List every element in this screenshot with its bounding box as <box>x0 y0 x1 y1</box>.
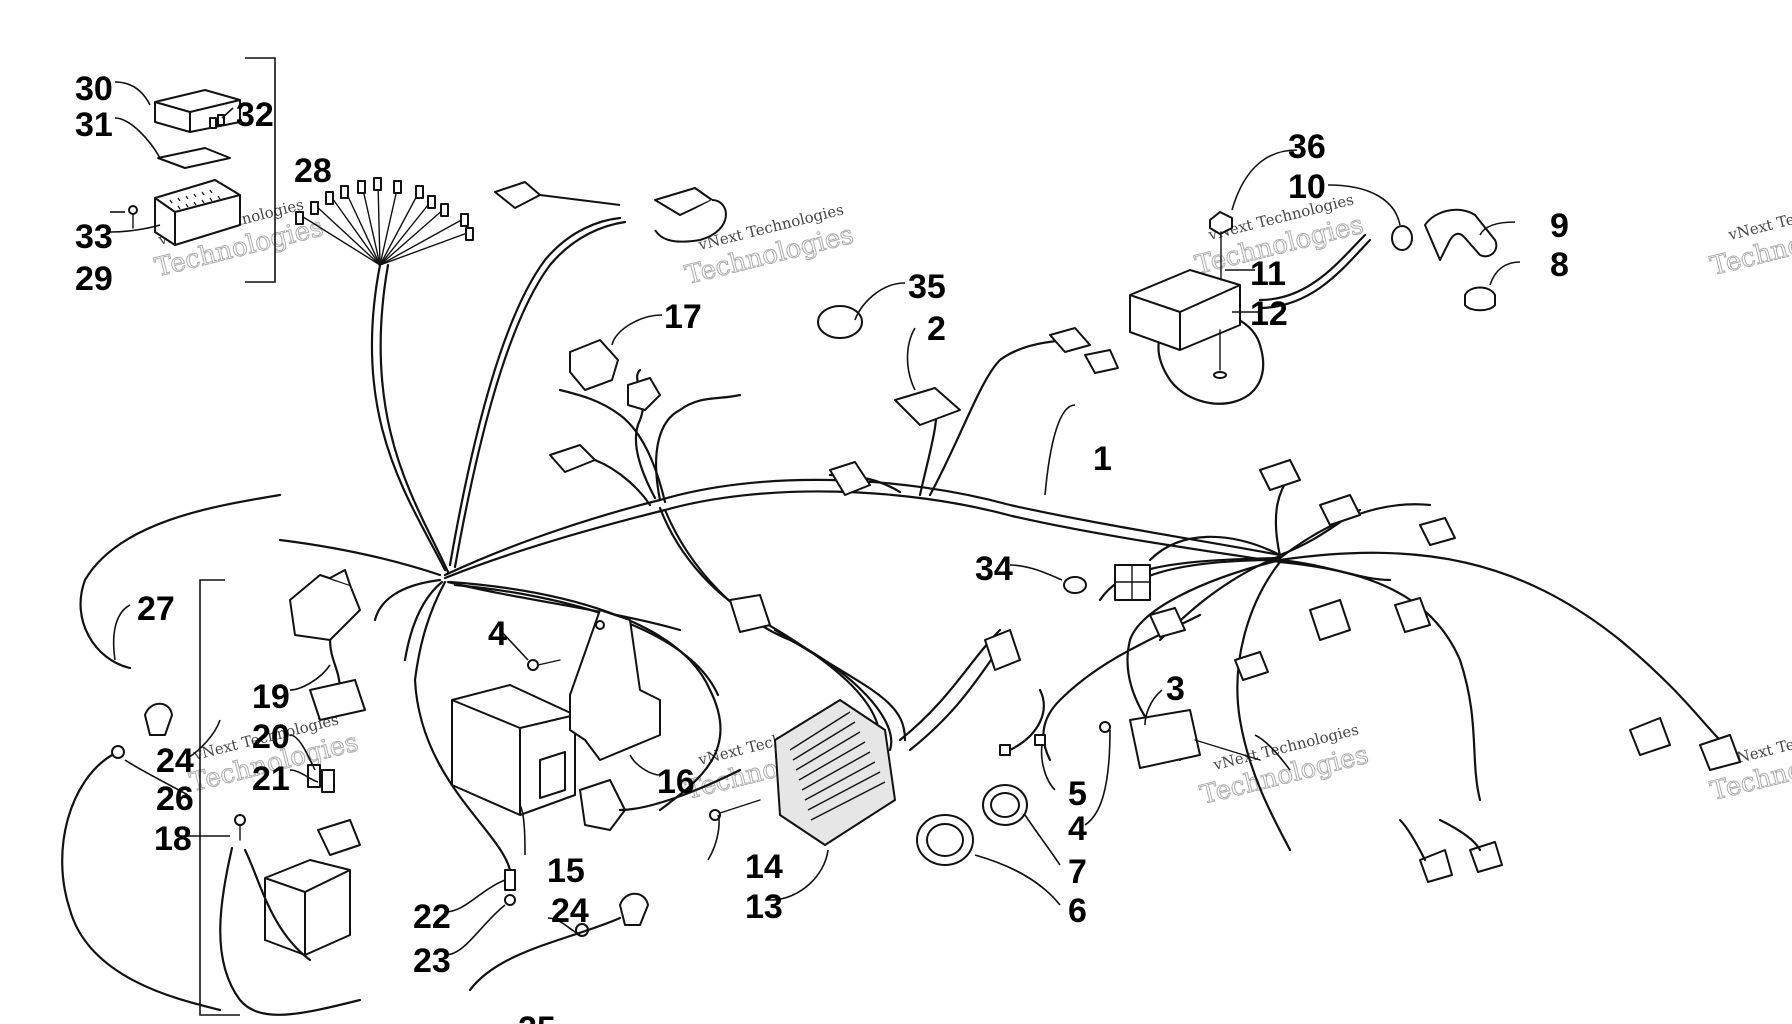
relay-19 <box>289 569 366 721</box>
callout-21: 21 <box>252 760 290 798</box>
callout-8: 8 <box>1550 246 1569 284</box>
callout-17: 17 <box>664 298 702 336</box>
callout-2: 2 <box>927 310 946 348</box>
battery-cables <box>61 702 649 1012</box>
callout-3: 3 <box>1166 670 1185 708</box>
callout-5: 5 <box>1068 775 1087 813</box>
connector-17 <box>549 339 661 507</box>
callout-1: 1 <box>1093 440 1112 478</box>
callout-13: 13 <box>745 888 783 926</box>
callout-20: 20 <box>252 718 290 756</box>
callout-22: 22 <box>413 898 451 936</box>
right-connectors <box>1149 459 1741 883</box>
connector-center <box>1114 564 1151 601</box>
callout-26: 26 <box>156 780 194 818</box>
callout-24-left: 24 <box>156 742 194 780</box>
callout-12: 12 <box>1250 295 1288 333</box>
voltage-regulator-13 <box>709 699 896 846</box>
ground-wire-22-23 <box>413 678 516 906</box>
callout-14: 14 <box>745 848 783 886</box>
switch-bracket-3 <box>1099 709 1261 769</box>
lamp-6-7 <box>916 784 1028 866</box>
ring-35 <box>817 305 863 339</box>
top-connectors <box>494 181 727 243</box>
connector-near-2-top <box>1049 327 1119 374</box>
callout-19: 19 <box>252 678 290 716</box>
callout-6: 6 <box>1068 892 1087 930</box>
ring-34 <box>1063 576 1087 594</box>
callout-28: 28 <box>294 152 332 190</box>
watermarks: vNext Technologies Technologies vNext Te… <box>151 190 1792 811</box>
cdi-module-15 <box>451 684 576 816</box>
leader-lines <box>109 81 1521 1016</box>
callout-27: 27 <box>137 590 175 628</box>
callout-32: 32 <box>236 96 274 134</box>
callout-11: 11 <box>1250 255 1286 293</box>
connector-2 <box>829 387 961 496</box>
callout-34: 34 <box>975 550 1013 588</box>
callout-25: 25 <box>518 1010 556 1024</box>
spade-terminals <box>295 177 474 266</box>
callout-16: 16 <box>657 763 695 801</box>
starter-solenoid-18 <box>219 814 362 1016</box>
callout-10: 10 <box>1288 168 1326 206</box>
callout-4-upper: 4 <box>488 615 507 653</box>
connector-13-top <box>729 594 1021 671</box>
callout-30: 30 <box>75 70 113 108</box>
cdi-connector <box>579 768 742 831</box>
callout-7: 7 <box>1068 853 1087 891</box>
callout-24-lower: 24 <box>551 892 589 930</box>
callout-33: 33 <box>75 218 113 256</box>
callout-35: 35 <box>908 268 946 306</box>
screw-4-upper <box>527 659 561 671</box>
callout-36: 36 <box>1288 128 1326 166</box>
callouts: 1 2 3 4 4 5 6 7 8 9 10 11 12 13 14 15 16… <box>75 70 1569 1024</box>
callout-31: 31 <box>75 106 113 144</box>
callout-23: 23 <box>413 942 451 980</box>
fuse-gasket <box>157 147 231 169</box>
hose-8-10 <box>1391 208 1498 312</box>
callout-29: 29 <box>75 260 113 298</box>
terminal-5 <box>999 688 1046 756</box>
callout-18: 18 <box>154 820 192 858</box>
callout-15: 15 <box>547 852 585 890</box>
module-11 <box>1129 211 1241 379</box>
callout-9: 9 <box>1550 207 1569 245</box>
fuse-block-assembly <box>128 57 474 283</box>
cdi-bracket-16 <box>569 609 661 761</box>
callout-4-lower: 4 <box>1068 810 1087 848</box>
